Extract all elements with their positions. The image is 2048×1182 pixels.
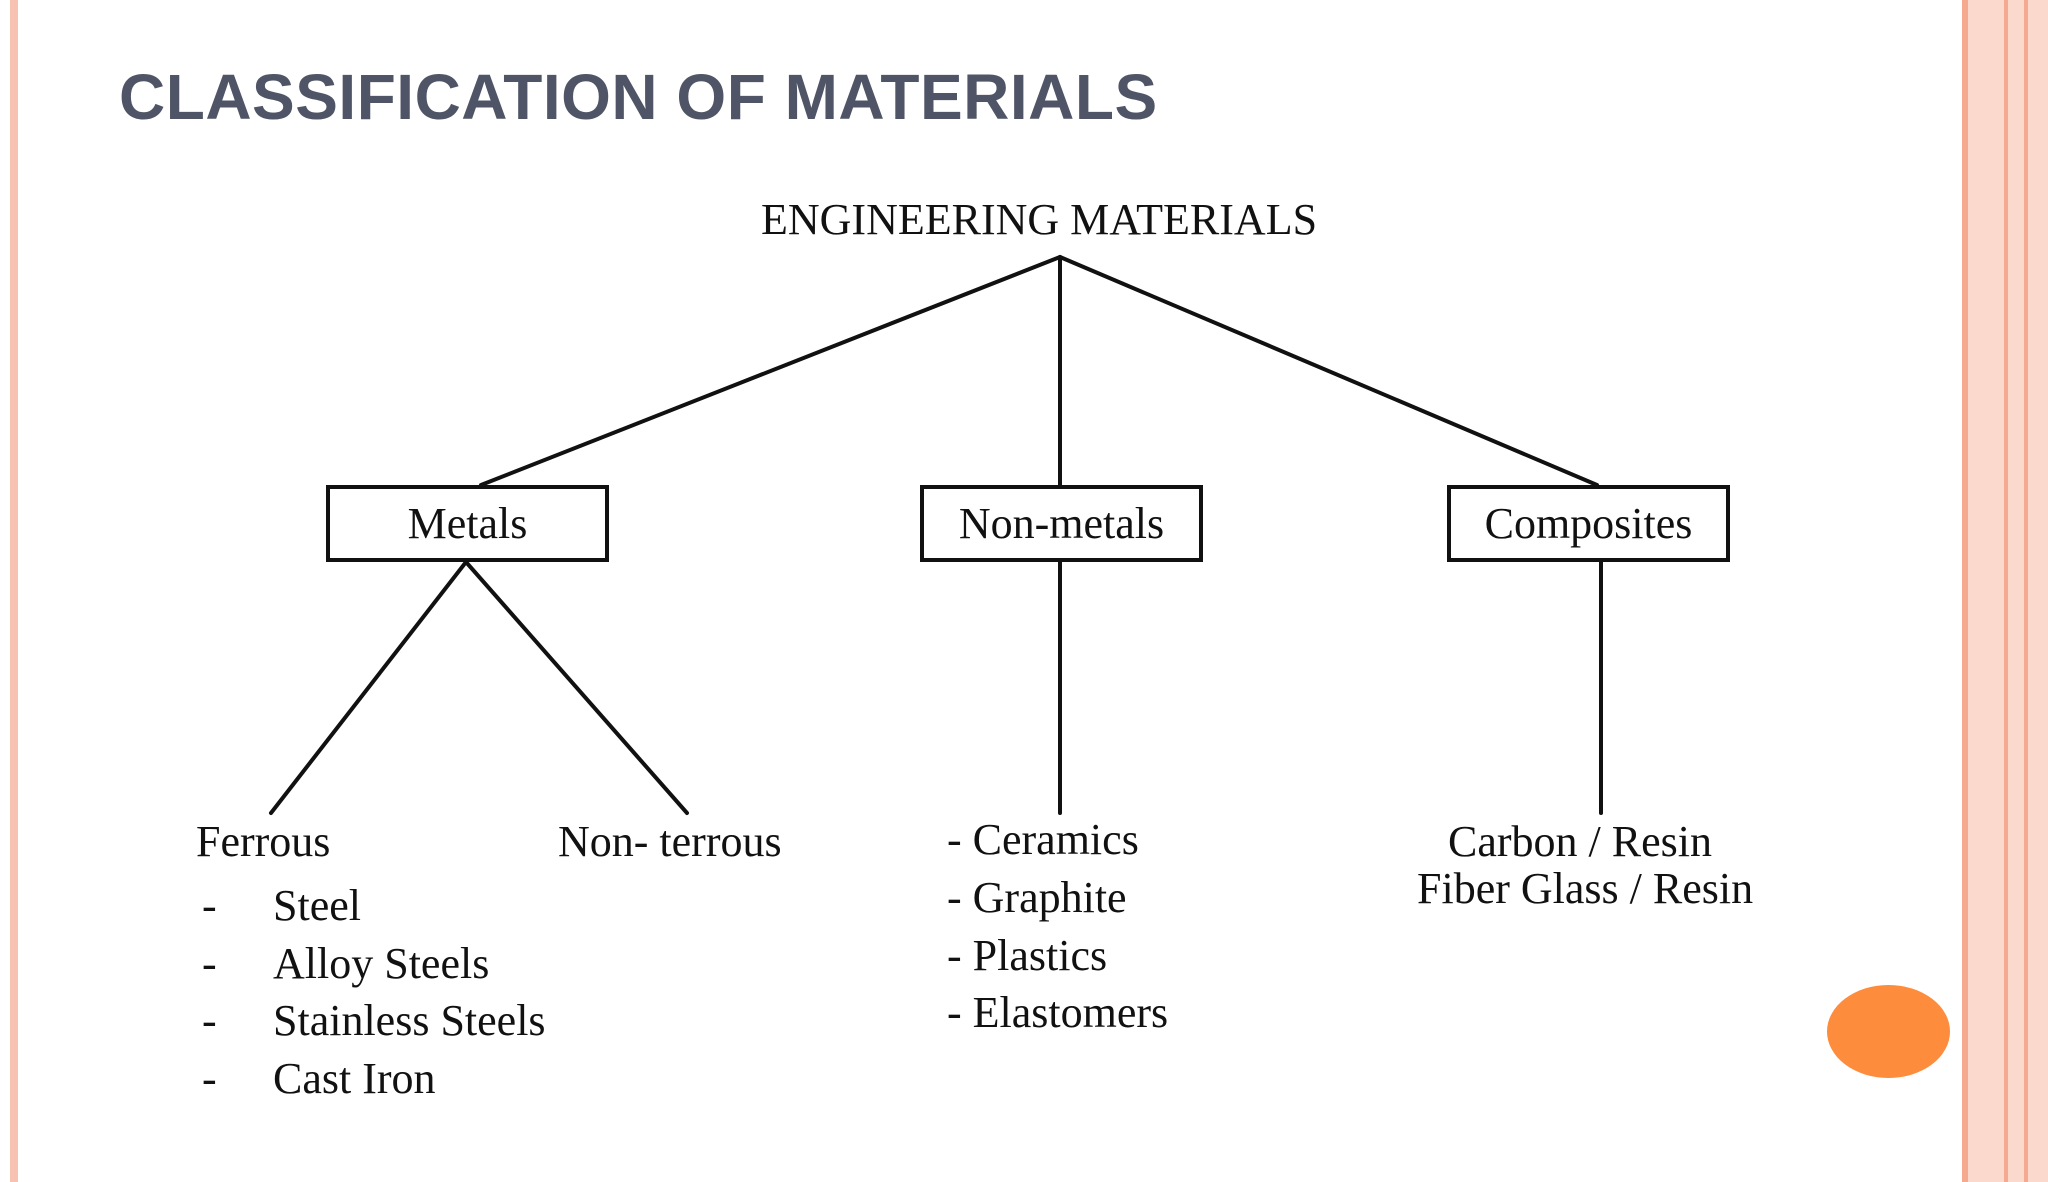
category-box-metals: Metals: [326, 485, 609, 562]
ferrous-item: Steel: [273, 881, 361, 930]
connector-root-metals: [479, 255, 1062, 487]
right-border-line: [1962, 0, 1968, 1182]
list-bullet: -: [202, 881, 217, 930]
nonmetal-item: - Elastomers: [947, 988, 1169, 1037]
right-border-line-inner: [2004, 0, 2008, 1182]
subgroup-ferrous: Ferrous: [196, 817, 331, 866]
list-bullet: -: [202, 996, 217, 1045]
nonmetal-item: - Graphite: [947, 873, 1127, 922]
right-decorative-band: [1968, 0, 2048, 1182]
root-node-label: ENGINEERING MATERIALS: [761, 195, 1318, 244]
nonmetal-item: - Plastics: [947, 931, 1108, 980]
ferrous-item: Alloy Steels: [273, 939, 490, 988]
right-border-line-outer: [2024, 0, 2028, 1182]
nonmetal-item: - Ceramics: [947, 815, 1139, 864]
composite-item: Carbon / Resin: [1448, 817, 1712, 866]
connector-root-composites: [1058, 255, 1599, 487]
ferrous-item: Cast Iron: [273, 1054, 436, 1103]
connector-metals-ferrous: [269, 560, 468, 815]
category-box-composites: Composites: [1447, 485, 1730, 562]
connector-metals-nonferrous: [464, 560, 689, 815]
category-box-nonmetals: Non-metals: [920, 485, 1203, 562]
slide-title: CLASSIFICATION OF MATERIALS: [119, 61, 1158, 133]
ferrous-item: Stainless Steels: [273, 996, 546, 1045]
accent-dot: [1827, 985, 1950, 1078]
subgroup-nonferrous: Non- terrous: [558, 817, 782, 866]
left-border-stripe: [10, 0, 18, 1182]
composite-item: Fiber Glass / Resin: [1417, 864, 1754, 913]
list-bullet: -: [202, 1054, 217, 1103]
list-bullet: -: [202, 939, 217, 988]
